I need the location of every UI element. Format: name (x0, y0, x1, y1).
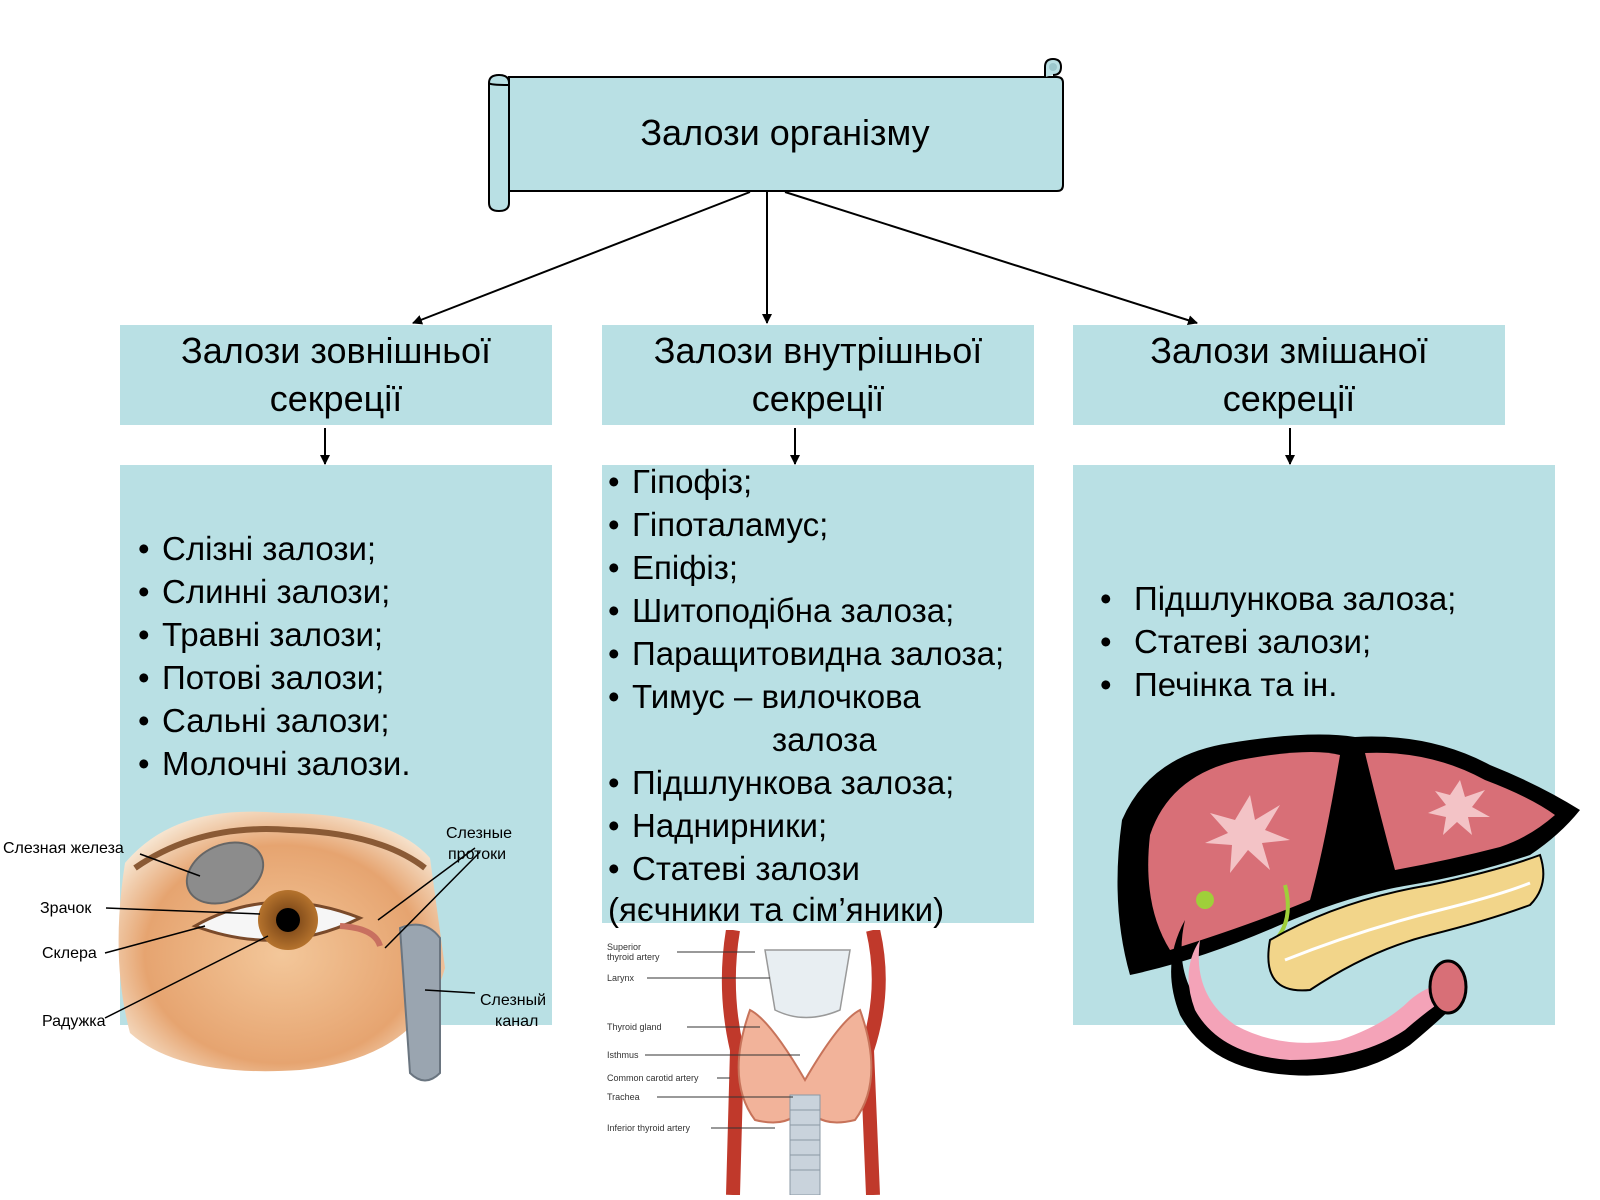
thyroid-label-artery-line1: Superior (607, 942, 641, 952)
list-item: Травні залози; (138, 613, 410, 656)
list-item: Епіфіз; (608, 546, 1004, 589)
arrow-to-exocrine (412, 191, 751, 325)
eye-label-canal-line2: канал (495, 1013, 538, 1030)
list-item: Слізні залози; (138, 527, 410, 570)
list-item: Гіпофіз; (608, 460, 1004, 503)
list-item: Статеві залози; (1100, 620, 1456, 663)
thyroid-illustration: Superior thyroid artery Larynx Thyroid g… (607, 930, 886, 1195)
mixed-heading-line1: Залози змішаної (1150, 330, 1428, 371)
eye-label-sclera: Склера (42, 945, 97, 962)
eye-label-ducts-line2: протоки (448, 846, 506, 863)
exocrine-heading-line1: Залози зовнішньої (180, 330, 492, 371)
list-item: Статеві залози (608, 847, 1004, 890)
list-item: Паращитовидна залоза; (608, 632, 1004, 675)
list-item: Підшлункова залоза; (1100, 577, 1456, 620)
endocrine-heading-line1: Залози внутрішньої (653, 330, 983, 371)
exocrine-list: Слізні залози; Слинні залози; Травні зал… (138, 527, 410, 785)
endocrine-list-trailing: (яєчники та сім’яники) (608, 891, 945, 928)
list-item: Підшлункова залоза; (608, 761, 1004, 804)
list-item: Молочні залози. (138, 742, 410, 785)
endocrine-list: Гіпофіз; Гіпоталамус; Епіфіз; Шитоподібн… (608, 460, 1004, 890)
exocrine-heading: Залози зовнішньої секреції (120, 325, 552, 425)
thyroid-label-carotid: Common carotid artery (607, 1073, 699, 1083)
list-item-text: Тимус – вилочкова (632, 678, 921, 715)
liver-pancreas-illustration (1117, 734, 1580, 1076)
eye-label-canal-line1: Слезный (480, 992, 546, 1009)
diagram-title: Залози організму (640, 112, 930, 153)
exocrine-heading-line2: секреції (269, 378, 403, 419)
list-item: Тимус – вилочкова залоза (608, 675, 1004, 761)
thyroid-label-gland: Thyroid gland (607, 1022, 662, 1032)
eye-label-gland: Слезная железа (3, 840, 124, 857)
list-item: Печінка та ін. (1100, 663, 1456, 706)
mixed-heading: Залози змішаної секреції (1073, 325, 1505, 425)
list-item: Наднирники; (608, 804, 1004, 847)
eye-label-pupil: Зрачок (40, 900, 92, 917)
mixed-list: Підшлункова залоза; Статеві залози; Печі… (1100, 577, 1456, 706)
list-item: Потові залози; (138, 656, 410, 699)
eye-label-iris: Радужка (42, 1013, 106, 1030)
thyroid-label-inferior: Inferior thyroid artery (607, 1123, 691, 1133)
thyroid-label-trachea: Trachea (607, 1092, 640, 1102)
mixed-heading-line2: секреції (1222, 378, 1356, 419)
thyroid-label-larynx: Larynx (607, 973, 635, 983)
thyroid-label-artery-line2: thyroid artery (607, 952, 660, 962)
endocrine-heading-line2: секреції (751, 378, 885, 419)
list-item: Слинні залози; (138, 570, 410, 613)
eye-illustration: Слезная железа Слезные протоки Зрачок Ск… (3, 811, 546, 1082)
list-item: Шитоподібна залоза; (608, 589, 1004, 632)
title-scroll-shape (487, 57, 1064, 213)
thyroid-label-isthmus: Isthmus (607, 1050, 639, 1060)
list-item: Гіпоталамус; (608, 503, 1004, 546)
list-item-continuation: залоза (772, 721, 877, 758)
eye-label-ducts-line1: Слезные (446, 825, 512, 842)
arrow-to-mixed (784, 191, 1198, 326)
endocrine-heading: Залози внутрішньої секреції (602, 325, 1034, 425)
list-item: Сальні залози; (138, 699, 410, 742)
